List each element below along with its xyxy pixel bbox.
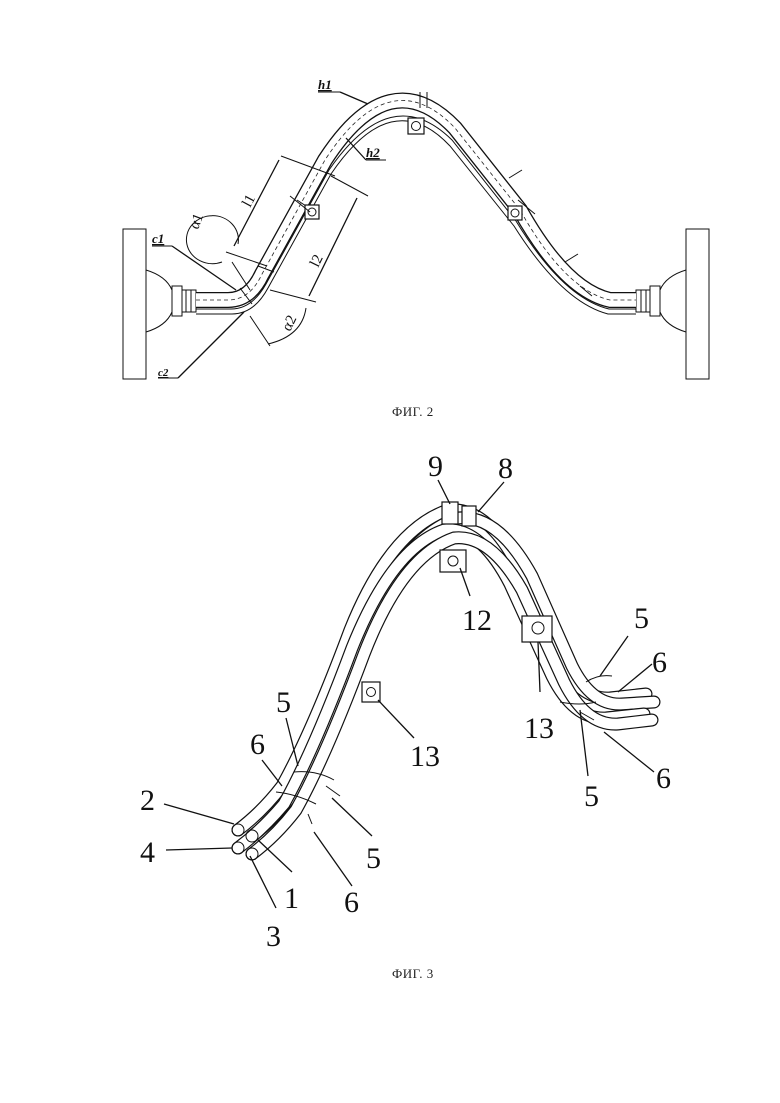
clamp-13-right bbox=[522, 616, 552, 642]
label-6-left-bottom: 6 bbox=[344, 886, 359, 919]
leader-h1: h1 bbox=[318, 77, 368, 104]
label-c1: c1 bbox=[152, 231, 164, 246]
label-2: 2 bbox=[140, 784, 155, 817]
label-6-right-top: 6 bbox=[652, 646, 667, 679]
figure-2-pipe-side-view: l1 l2 α1 α2 h1 h2 bbox=[0, 0, 780, 400]
label-6-left-top: 6 bbox=[250, 728, 265, 761]
label-3: 3 bbox=[266, 920, 281, 953]
angle-a2: α2 bbox=[250, 308, 306, 346]
label-8: 8 bbox=[498, 452, 513, 485]
label-c2: c2 bbox=[158, 367, 169, 379]
label-h2: h2 bbox=[366, 145, 380, 160]
label-12: 12 bbox=[462, 604, 492, 637]
label-5-left-top: 5 bbox=[276, 686, 291, 719]
label-6-right-bottom: 6 bbox=[656, 762, 671, 795]
label-h1: h1 bbox=[318, 77, 332, 92]
clamp-13-left bbox=[362, 682, 380, 702]
figure-2-caption: ФИГ. 2 bbox=[392, 404, 434, 420]
label-4: 4 bbox=[140, 836, 155, 869]
label-l1: l1 bbox=[239, 192, 259, 210]
clamp-top bbox=[408, 118, 424, 134]
figure-3-pipe-isometric-view: 9 8 12 13 13 5 6 6 5 5 6 2 4 1 3 6 5 bbox=[0, 420, 780, 980]
label-1: 1 bbox=[284, 882, 299, 915]
left-flange bbox=[123, 229, 196, 379]
label-5-right-top: 5 bbox=[634, 602, 649, 635]
label-13-right: 13 bbox=[524, 712, 554, 745]
label-5-right-bottom: 5 bbox=[584, 780, 599, 813]
label-5-left-bottom: 5 bbox=[366, 842, 381, 875]
figure-3-caption: ФИГ. 3 bbox=[392, 966, 434, 982]
leader-c2: c2 bbox=[158, 312, 244, 379]
label-alpha2: α2 bbox=[279, 313, 300, 334]
label-9: 9 bbox=[428, 450, 443, 483]
label-13-left: 13 bbox=[410, 740, 440, 773]
right-flange bbox=[636, 229, 709, 379]
leader-c1: c1 bbox=[152, 231, 236, 290]
